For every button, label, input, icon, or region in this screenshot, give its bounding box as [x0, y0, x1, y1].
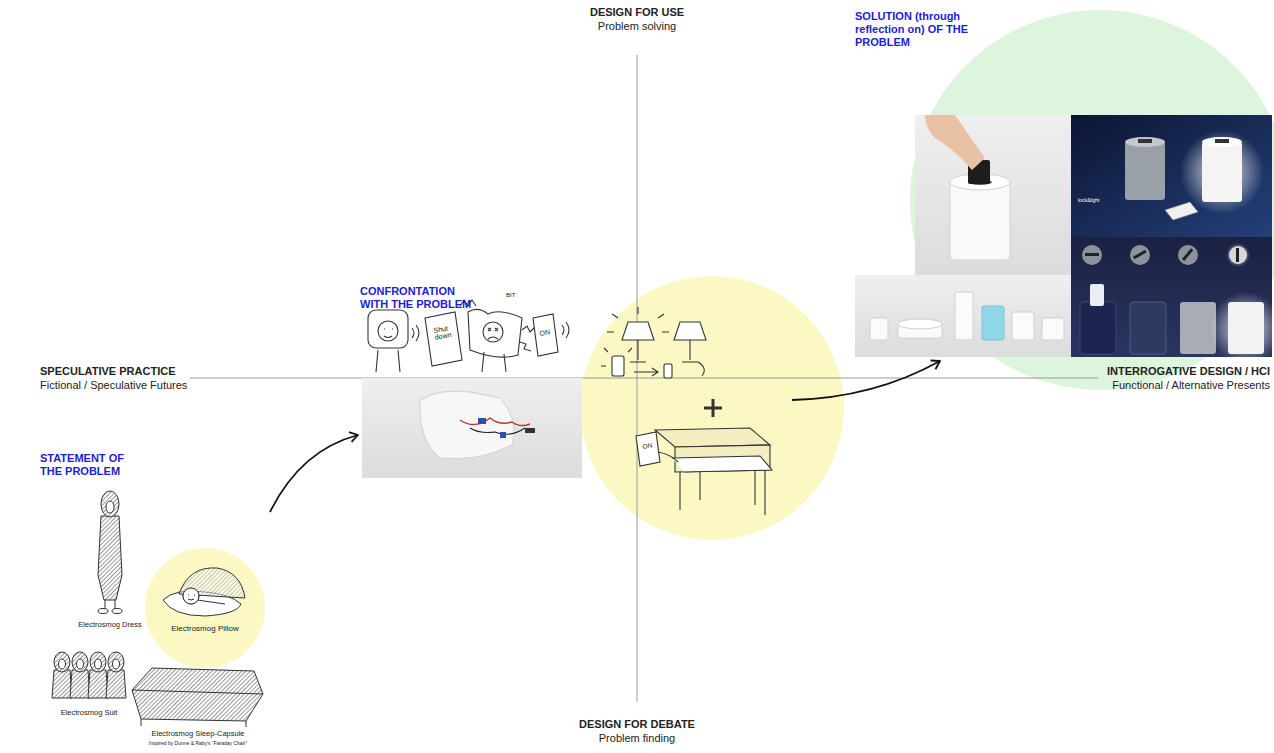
sketch-text: ON: [642, 441, 653, 450]
confrontation-sketches: [368, 300, 569, 372]
sketch-text: BIT: [506, 292, 515, 299]
yellow-circle: [580, 276, 844, 540]
product-name: lock&light: [1078, 197, 1099, 203]
axis-label: SPECULATIVE PRACTICE: [40, 365, 175, 378]
axis-sublabel: Functional / Alternative Presents: [1112, 379, 1270, 392]
axis-sublabel: Fictional / Speculative Futures: [40, 379, 187, 392]
dress-figure: [98, 491, 122, 614]
sketch-text: ON: [539, 328, 551, 338]
node-caption: Electrosmog Pillow: [145, 624, 265, 634]
flow-arrow: [270, 435, 358, 512]
axis-sublabel: Problem finding: [599, 732, 675, 745]
lamp-sketches: [601, 307, 772, 515]
yellow-circle-node: Electrosmog Pillow: [145, 548, 265, 668]
stage-heading: STATEMENT OF THE PROBLEM: [40, 452, 140, 478]
stage-group: CONFRONTATION WITH THE PROBLEM: [360, 285, 790, 480]
axis-label: DESIGN FOR DEBATE: [579, 718, 695, 731]
axis-label: DESIGN FOR USE: [590, 6, 684, 19]
axis-sublabel: Problem solving: [598, 20, 676, 33]
solution-photos: [855, 115, 1274, 364]
flow-arrow: [792, 361, 940, 400]
figure-caption: Electrosmog Dress: [78, 620, 141, 629]
stage-group: SOLUTION (through reflection on) OF THE …: [855, 10, 1272, 357]
sketch-text: Shut down: [433, 323, 459, 342]
stage-group: STATEMENT OF THE PROBLEM Electrosmog Pill…: [40, 452, 270, 750]
circle-shape: [145, 548, 265, 668]
sleep-capsule: [132, 668, 263, 727]
stage-heading: CONFRONTATION WITH THE PROBLEM: [360, 285, 485, 311]
figure-caption: Electrosmog Sleep-Capsule: [152, 729, 245, 738]
axis-label: INTERROGATIVE DESIGN / HCI: [1107, 365, 1270, 378]
figure-note: Inspired by Dunne & Raby's "Faraday Chai…: [149, 740, 247, 746]
suit-figures: [52, 652, 126, 698]
figure-caption: Electrosmog Suit: [61, 708, 118, 717]
stage-heading: SOLUTION (through reflection on) OF THE …: [855, 10, 987, 49]
pillow-photo: [362, 378, 582, 478]
green-circle: [910, 10, 1274, 390]
horizontal-axis: [190, 378, 1098, 379]
